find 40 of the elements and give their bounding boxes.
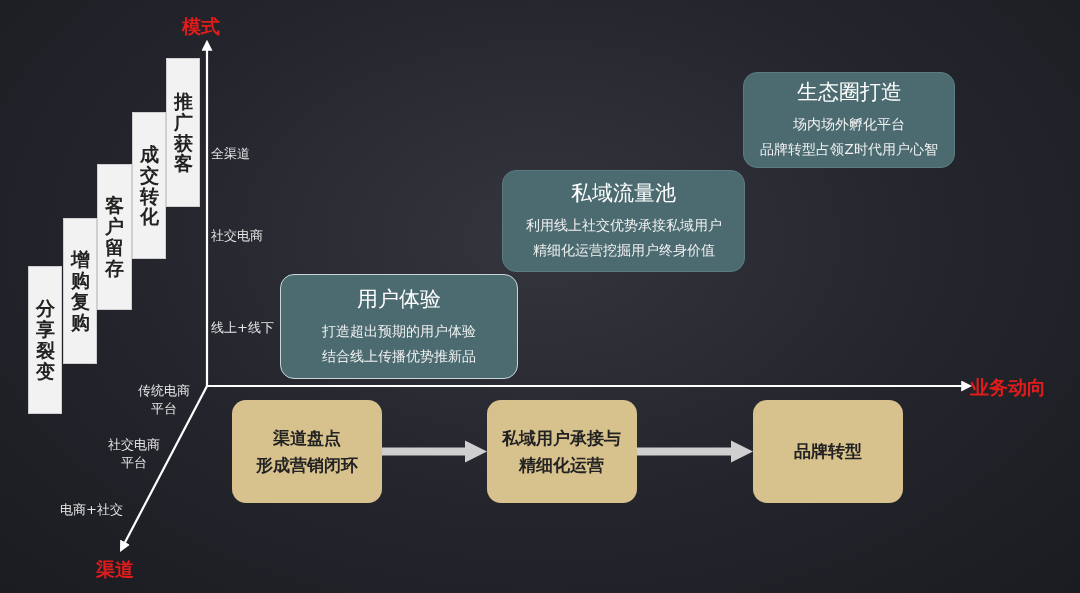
arrow	[637, 440, 753, 463]
box-label: 私域用户承接与精细化运营	[500, 427, 623, 477]
card-text: 品牌转型占领Z时代用户心智	[760, 140, 938, 159]
stage-card	[28, 266, 62, 414]
arrow	[382, 440, 487, 463]
box-label: 分享裂变	[35, 298, 55, 382]
card-text: 利用线上社交优势承接私域用户	[525, 216, 722, 236]
axis-tick-label: 传统电商平台	[137, 382, 191, 418]
card-text: 结合线上传播优势推新品	[322, 346, 476, 366]
info-card	[743, 72, 955, 168]
stage-card	[97, 164, 132, 310]
process-box	[753, 400, 903, 503]
info-card	[502, 170, 745, 272]
box-label: 形成营销闭环	[256, 453, 358, 477]
axis-tick-label: 全渠道	[211, 145, 250, 163]
axis-tick-label: 线上+线下	[211, 319, 274, 337]
card-title: 私域流量池	[571, 180, 676, 208]
axis-tick-label: 电商+社交	[60, 501, 123, 519]
card-title: 用户体验	[357, 285, 441, 313]
process-box	[487, 400, 637, 503]
axis-tick-label: 社交电商	[211, 227, 263, 245]
card-title: 生态圈打造	[796, 79, 902, 107]
axis-tick-label: 社交电商平台	[107, 436, 161, 472]
stage-card	[166, 58, 200, 207]
stage-card	[63, 218, 97, 364]
box-label: 成交转化	[139, 143, 159, 228]
box-label: 客户留存	[105, 195, 124, 279]
box-label: 品牌转型	[794, 440, 862, 464]
box-label: 增购复购	[70, 249, 90, 333]
box-label: 渠道盘点	[273, 427, 341, 451]
process-box	[232, 400, 382, 503]
stage-card	[132, 112, 166, 259]
info-card	[280, 274, 518, 379]
axis-title: 渠道	[96, 557, 134, 582]
card-text: 打造超出预期的用户体验	[322, 321, 476, 341]
box-label: 推广获客	[173, 90, 193, 175]
card-text: 场内场外孵化平台	[793, 115, 905, 135]
axis-title: 模式	[182, 14, 220, 39]
axis-title: 业务动向	[970, 375, 1046, 400]
card-text: 精细化运营挖掘用户终身价值	[532, 241, 715, 260]
